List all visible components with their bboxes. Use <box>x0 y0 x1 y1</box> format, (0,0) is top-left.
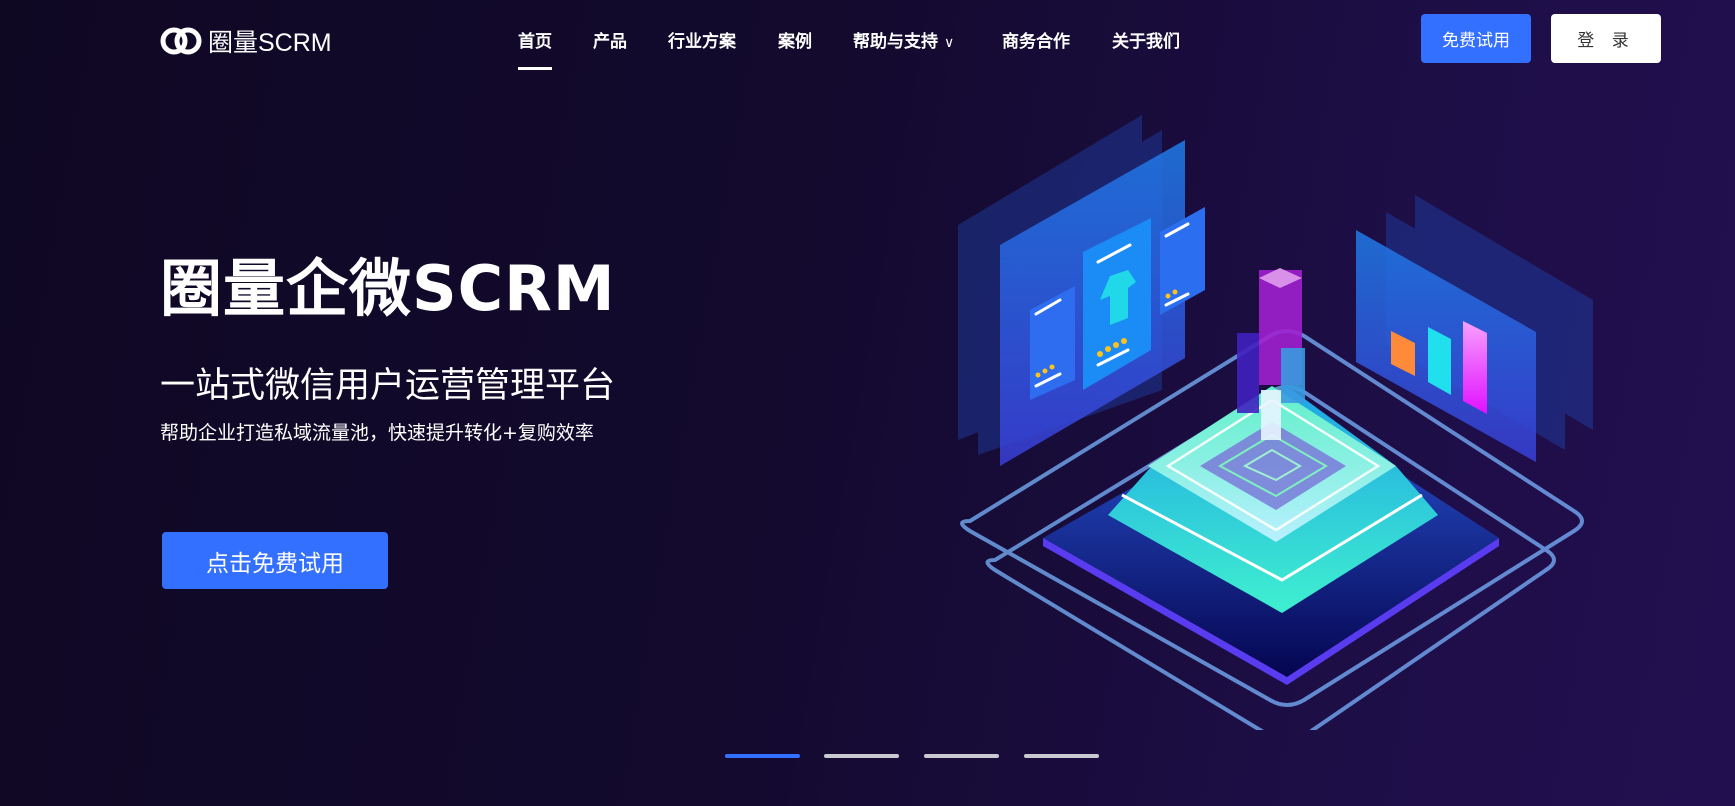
login-button[interactable]: 登 录 <box>1551 14 1661 63</box>
nav-home[interactable]: 首页 <box>518 27 552 70</box>
carousel-dot-2[interactable] <box>824 754 899 758</box>
logo-icon <box>160 27 202 55</box>
carousel-dot-3[interactable] <box>924 754 999 758</box>
hero-subtitle: 一站式微信用户运营管理平台 <box>160 366 616 406</box>
free-trial-button[interactable]: 免费试用 <box>1421 14 1531 63</box>
carousel-dot-1[interactable] <box>725 754 800 758</box>
nav-label: 案例 <box>778 32 812 52</box>
hero-illustration <box>958 115 1593 730</box>
cta-free-trial-button[interactable]: 点击免费试用 <box>162 532 388 589</box>
nav-label: 帮助与支持 <box>853 32 938 52</box>
logo-text: 圈量SCRM <box>208 29 332 57</box>
nav-cases[interactable]: 案例 <box>778 27 812 52</box>
nav-solutions[interactable]: 行业方案 <box>668 27 736 52</box>
nav-label: 产品 <box>593 32 627 52</box>
hero-description: 帮助企业打造私域流量池，快速提升转化+复购效率 <box>160 422 594 444</box>
chevron-down-icon: ∨ <box>944 35 955 51</box>
hero-title: 圈量企微SCRM <box>160 252 616 325</box>
nav-help-support[interactable]: 帮助与支持 ∨ <box>853 27 954 52</box>
carousel-dot-4[interactable] <box>1024 754 1099 758</box>
logo[interactable]: 圈量SCRM <box>160 23 332 59</box>
nav-business[interactable]: 商务合作 <box>1002 27 1070 52</box>
nav-about[interactable]: 关于我们 <box>1112 27 1180 52</box>
nav-label: 关于我们 <box>1112 32 1180 52</box>
nav-label: 商务合作 <box>1002 32 1070 52</box>
nav-products[interactable]: 产品 <box>593 27 627 52</box>
nav-label: 行业方案 <box>668 32 736 52</box>
nav-label: 首页 <box>518 32 552 52</box>
